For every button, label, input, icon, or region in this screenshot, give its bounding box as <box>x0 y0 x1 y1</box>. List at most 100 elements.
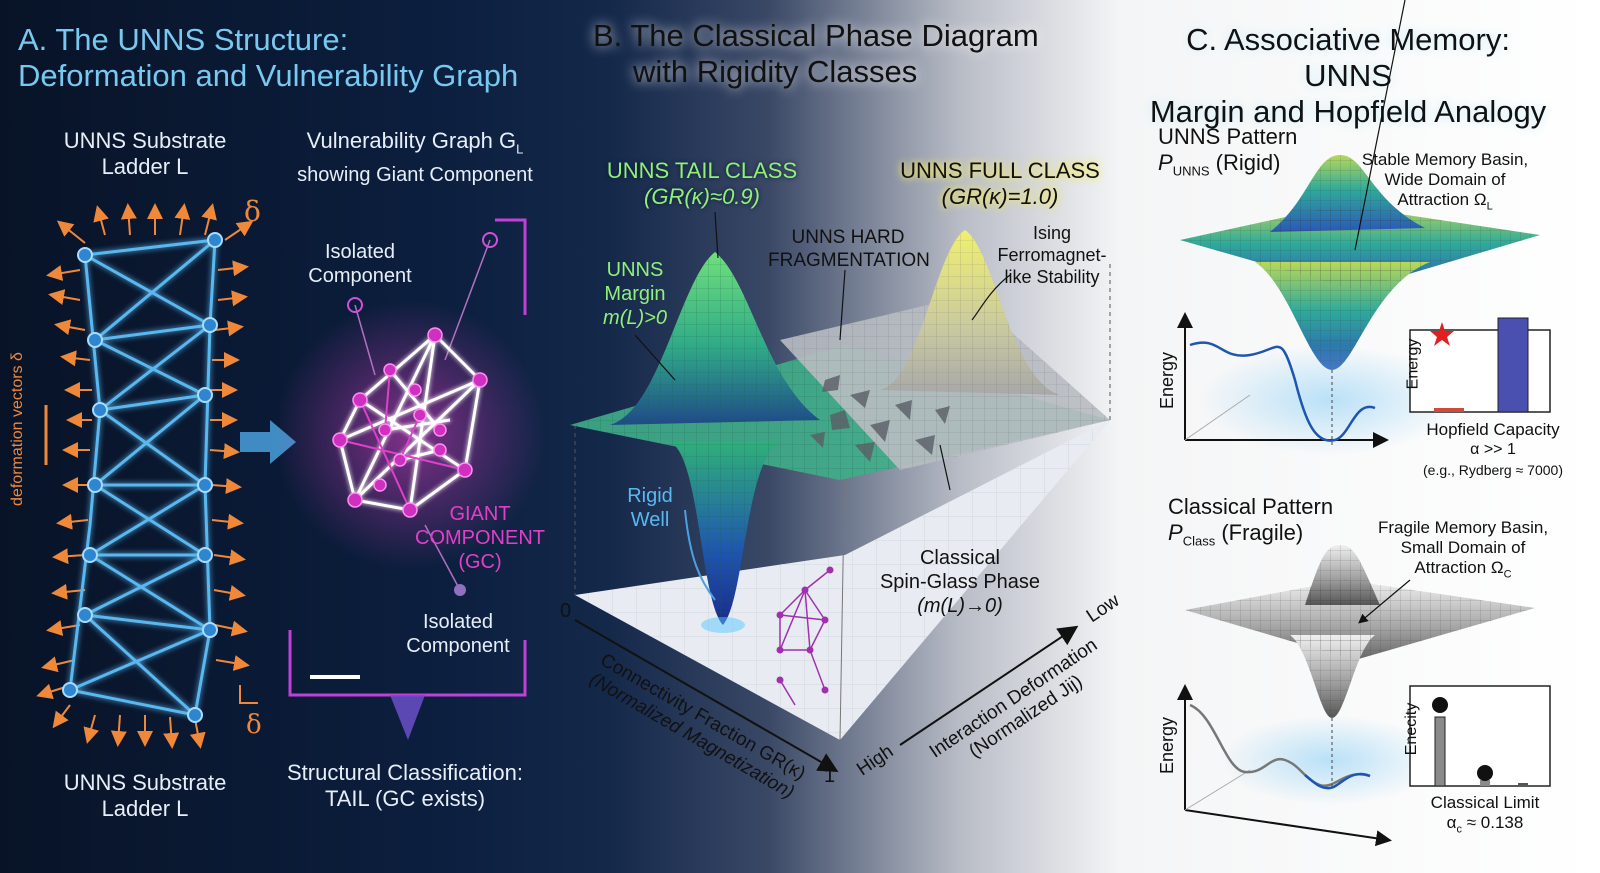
isolated-bottom-line2: Component <box>406 635 510 657</box>
ising-line1: Ising <box>1032 223 1072 243</box>
iso-link-top <box>354 304 376 376</box>
isolated-node-top <box>347 297 363 313</box>
fragile-line3: Attraction ΩC <box>1378 558 1548 584</box>
classical-pattern-rest: (Fragile) <box>1215 520 1304 545</box>
ising-line2: Ferromagnet- <box>997 245 1107 265</box>
full-peak-mesh <box>880 230 1060 395</box>
red-star-icon <box>1430 322 1454 346</box>
isolated-node-right <box>482 232 498 248</box>
spin-glass-label: Classical Spin-Glass Phase (m(L)→0) <box>870 546 1050 618</box>
energy-curve-bottom <box>1189 703 1371 787</box>
hard-frag-line1: UNNS HARD <box>791 227 905 248</box>
classical-limit-label: Classical Limit αc ≈ 0.138 <box>1410 793 1560 839</box>
gc-nodes <box>332 327 488 518</box>
tail-peak-mesh <box>610 252 820 425</box>
unns-pattern-label: UNNS Pattern PUNNS (Rigid) <box>1158 124 1318 184</box>
bar-a-bottom <box>1434 716 1446 787</box>
energy-diag-bottom <box>1184 769 1251 811</box>
classical-limit-alpha: α <box>1446 813 1457 832</box>
rigid-line2: Well <box>630 509 670 531</box>
bar-b-bottom <box>1480 780 1490 786</box>
stable-line3-text: Attraction Ω <box>1397 190 1487 209</box>
isolated-top-line1: Isolated <box>324 241 396 263</box>
deformation-arrows <box>36 203 254 749</box>
stable-line1: Stable Memory Basin, <box>1361 150 1529 169</box>
ladder-bottom-label-line1: UNNS Substrate <box>63 770 227 795</box>
axis-x <box>574 619 839 772</box>
classical-limit-val: ≈ 0.138 <box>1462 813 1524 832</box>
corner-mark <box>239 685 258 704</box>
spin-glass-line3: (m(L)→0) <box>917 595 1003 617</box>
floor-network-nodes <box>776 566 834 694</box>
energy-axis-x-bottom <box>1184 809 1392 847</box>
vulnerability-graph <box>280 218 545 740</box>
ladder-top-label: UNNS Substrate Ladder L <box>55 128 235 180</box>
panel-c-title: C. Associative Memory: UNNS Margin and H… <box>1138 22 1558 130</box>
graph-title-line1: Vulnerability Graph GL <box>290 128 540 162</box>
ladder-top-label-line2: Ladder L <box>55 154 235 180</box>
energy-haze-bottom <box>1220 715 1440 805</box>
rigid-peak-mesh <box>1270 155 1425 232</box>
full-class-label: UNNS FULL CLASS (GR(κ)=1.0) <box>895 158 1105 210</box>
isolated-bottom-label: Isolated Component <box>398 610 518 658</box>
margin-label: UNNS Margin m(L)>0 <box>590 258 680 330</box>
margin-line3: m(L)>0 <box>603 307 667 329</box>
ladder-bottom-label: UNNS Substrate Ladder L <box>55 770 235 822</box>
hopfield-line3: (e.g., Rydberg ≈ 7000) <box>1423 462 1563 478</box>
bracket-pointer <box>390 695 425 740</box>
ladder-top-label-text: Ladder L <box>101 154 189 179</box>
giant-line2: COMPONENT <box>415 527 545 549</box>
phase-diagram <box>570 211 1111 772</box>
bracket-top <box>495 218 527 315</box>
substrate-ladder <box>36 203 258 749</box>
spin-glass-line1: Classical <box>919 547 1001 569</box>
energy-curve-bottom-basin <box>1304 772 1371 790</box>
ladder-top-label-line1: UNNS Substrate <box>63 128 227 153</box>
hard-frag-line2: FRAGMENTATION <box>768 250 930 271</box>
tail-class-line2: (GR(κ)≈0.9) <box>644 184 760 209</box>
panel-c-title-line1: C. Associative Memory: UNNS <box>1186 22 1510 93</box>
hopfield-line2: α >> 1 <box>1470 441 1516 458</box>
classical-pattern-label: Classical Pattern PClass (Fragile) <box>1168 494 1358 554</box>
gc-edges <box>338 333 482 512</box>
callout-lines <box>634 211 1011 601</box>
hopfield-line1: Hopfield Capacity <box>1426 420 1560 439</box>
fragile-pointer <box>1358 579 1411 624</box>
rigid-line1: Rigid <box>627 485 673 507</box>
floor-network <box>779 569 831 706</box>
energy-haze-top <box>1200 345 1460 455</box>
panel-b-title: B. The Classical Phase Diagram with Rigi… <box>593 18 1039 90</box>
classical-limit-sub: c <box>1456 823 1463 836</box>
energy-curve-top <box>1189 341 1376 442</box>
fragments <box>810 375 950 462</box>
classical-limit-line1: Classical Limit <box>1430 793 1540 812</box>
classical-pattern-p: P <box>1168 520 1183 545</box>
stable-basin-label: Stable Memory Basin, Wide Domain of Attr… <box>1360 150 1530 216</box>
graph-title-sub: L <box>516 141 524 157</box>
fragile-line2: Small Domain of <box>1400 538 1526 557</box>
ladder-bottom-label-line2: Ladder L <box>101 796 189 821</box>
ladder-frame <box>68 238 217 717</box>
ladder-nodes <box>62 232 223 723</box>
unns-pattern-rest: (Rigid) <box>1209 150 1281 175</box>
iso-link-bottom <box>424 524 461 591</box>
delta-bottom: δ <box>246 710 262 740</box>
rigid-basin-mesh <box>1255 262 1430 370</box>
isolated-bottom-line1: Isolated <box>422 611 494 633</box>
tick-one: 1 <box>824 765 836 787</box>
deformation-label: deformation vectors δ <box>9 352 26 506</box>
hard-fragmentation-label: UNNS HARD FRAGMENTATION <box>768 226 930 272</box>
panel-a-title-line2: Deformation and Vulnerability Graph <box>18 58 519 93</box>
classification-label: Structural Classification: TAIL (GC exis… <box>280 760 530 812</box>
panel-a-title-line1: A. The UNNS Structure: <box>18 22 349 57</box>
isolated-top-line2: Component <box>308 265 412 287</box>
stable-pointer <box>1354 0 1406 251</box>
classification-line2: TAIL (GC exists) <box>324 786 486 811</box>
panel-c-title-line2: Margin and Hopfield Analogy <box>1149 94 1547 129</box>
hopfield-label: Hopfield Capacity α >> 1 (e.g., Rydberg … <box>1398 420 1588 480</box>
classical-pattern-line2: PClass (Fragile) <box>1168 520 1358 554</box>
giant-line3: (GC) <box>458 551 502 573</box>
fragile-line1: Fragile Memory Basin, <box>1378 518 1549 537</box>
graph-title-text: Vulnerability Graph G <box>306 128 517 153</box>
stable-sub: L <box>1486 200 1493 213</box>
